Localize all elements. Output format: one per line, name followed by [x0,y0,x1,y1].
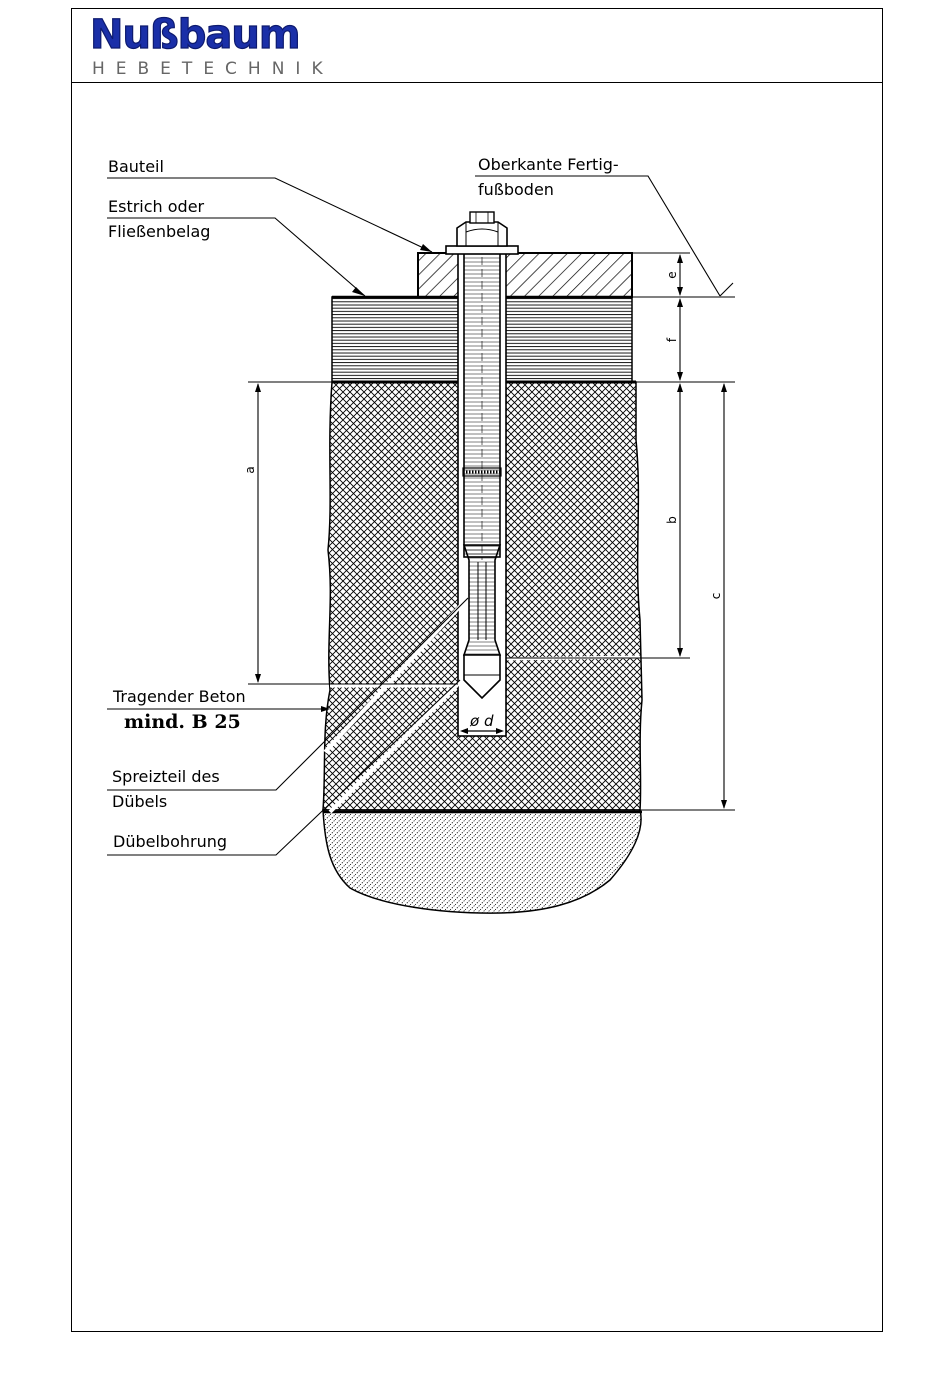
component-plate [418,253,632,297]
expansion-sleeve [464,545,500,655]
diameter-label: ø d [469,712,494,730]
label-spreizteil-line2: Dübels [112,792,167,811]
dim-label-b: b [665,516,679,524]
label-bauteil: Bauteil [108,157,164,176]
dim-label-f: f [665,337,679,342]
label-tragender-beton: Tragender Beton [113,687,246,706]
label-duebelbohrung: Dübelbohrung [113,832,227,851]
dim-label-c: c [709,593,723,600]
label-estrich-line1: Estrich oder [108,197,204,216]
subsoil-area [323,810,641,913]
label-spreizteil-line1: Spreizteil des [112,767,220,786]
label-min-concrete-grade: mind. B 25 [124,711,241,733]
dim-label-a: a [243,466,257,473]
label-oberkante-line1: Oberkante Fertig- [478,155,619,174]
dim-label-e: e [665,271,679,278]
label-oberkante-line2: fußboden [478,180,554,199]
label-estrich-line2: Fließenbelag [108,222,210,241]
washer [446,246,518,254]
hex-nut [457,222,507,246]
bolt-end [470,212,494,223]
